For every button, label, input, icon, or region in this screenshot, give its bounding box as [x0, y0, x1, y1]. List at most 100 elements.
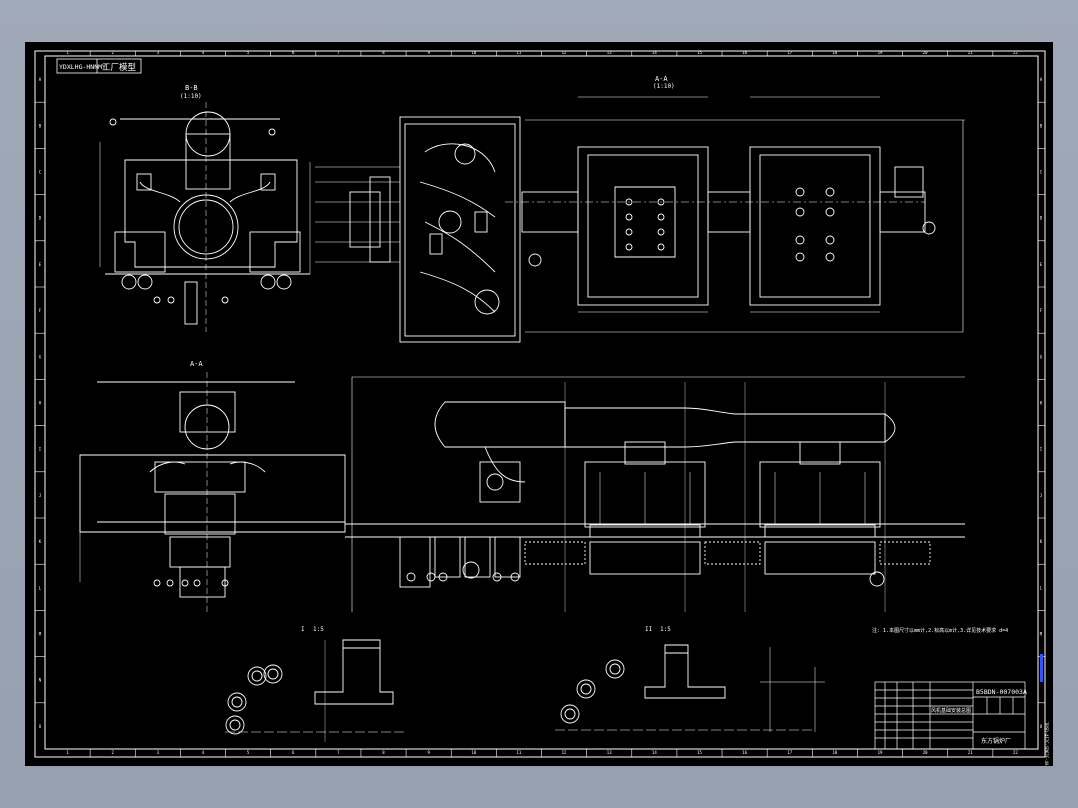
grid-row-label: L [39, 585, 42, 590]
view-aa-plan: A-A (1:10) [521, 75, 936, 313]
grid-col-label: 21 [968, 50, 973, 55]
grid-row-label: F [39, 308, 42, 313]
grid-col-label: 11 [517, 50, 522, 55]
grid-row-label: O [39, 724, 42, 729]
aa-title: A-A [655, 75, 668, 83]
grid-col-label: 22 [1013, 50, 1018, 55]
grid-col-label: 4 [202, 750, 205, 755]
grid-col-label: 19 [878, 50, 883, 55]
detail-1-scale: 1:5 [313, 626, 324, 633]
grid-col-label: 3 [157, 50, 160, 55]
grid-col-label: 22 [1013, 750, 1018, 755]
grid-row-label: A [39, 77, 42, 82]
grid-row-label: E [39, 262, 42, 267]
aa-scale: (1:10) [653, 83, 675, 90]
grid-row-label: G [1040, 354, 1043, 359]
grid-col-label: 2 [111, 50, 114, 55]
grid-col-label: 12 [562, 750, 567, 755]
outer-border [34, 50, 1046, 758]
grid-col-label: 10 [471, 750, 476, 755]
grid-col-label: 13 [607, 750, 612, 755]
grid-col-label: 8 [382, 750, 385, 755]
grid-col-label: 16 [742, 750, 747, 755]
grid-col-label: 14 [652, 750, 657, 755]
grid-col-label: 9 [427, 50, 430, 55]
grid-row-label: I [1040, 447, 1043, 452]
grid-row-label: A [1040, 77, 1043, 82]
grid-row-label: E [1040, 262, 1043, 267]
grid-row-label: J [1040, 493, 1042, 498]
grid-row-label: J [39, 493, 41, 498]
grid-row-label: I [39, 447, 42, 452]
grid-row-label: N [39, 678, 42, 683]
grid-row-label: H [1040, 401, 1043, 406]
grid-col-label: 19 [878, 750, 883, 755]
grid-col-label: 16 [742, 50, 747, 55]
grid-col-label: 13 [607, 50, 612, 55]
blue-marker [1040, 654, 1043, 682]
view-front-elevation: 注: 1.本图尺寸以mm计,2.标高以m计,3.详见技术要求 d=4 [345, 376, 1008, 634]
grid-col-label: 5 [247, 750, 250, 755]
view-aa-section: A-A [79, 360, 346, 612]
grid-col-label: 4 [202, 50, 205, 55]
view-bb: B-B (1:10) [99, 84, 311, 332]
grid-row-label: L [1040, 585, 1043, 590]
grid-col-label: 1 [66, 50, 69, 55]
grid-row-label: B [39, 123, 42, 128]
grid-col-label: 11 [517, 750, 522, 755]
stamp-code: YDXLHG-HNNMY [59, 63, 106, 71]
title-block: B5BDN-007003A 风机基础安装总图 东方锅炉厂 [874, 681, 1027, 750]
bottom-note: 注: 1.本图尺寸以mm计,2.标高以m计,3.详见技术要求 d=4 [872, 627, 1008, 634]
grid-row-label: K [1040, 539, 1043, 544]
drawing-title: 风机基础安装总图 [931, 707, 971, 714]
grid-col-label: 15 [697, 750, 702, 755]
grid-col-label: 12 [562, 50, 567, 55]
grid-row-label: C [1040, 170, 1043, 175]
grid-row-label: D [39, 216, 42, 221]
grid-col-label: 8 [382, 50, 385, 55]
view-plan-middle [315, 116, 965, 343]
grid-row-label: K [39, 539, 42, 544]
grid-row-label: M [39, 632, 42, 637]
company-name: 东方锅炉厂 [981, 737, 1011, 745]
grid-col-label: 17 [787, 750, 792, 755]
grid-col-label: 3 [157, 750, 160, 755]
detail-2: II 1:5 [555, 626, 825, 732]
grid-row-label: O [1040, 724, 1043, 729]
grid-col-label: 18 [832, 50, 837, 55]
grid-row-label: M [1040, 632, 1043, 637]
grid-col-label: 7 [337, 750, 340, 755]
bb-title: B-B [185, 84, 198, 92]
grid-row-label: D [1040, 216, 1043, 221]
grid-col-label: 15 [697, 50, 702, 55]
grid-col-label: 2 [111, 750, 114, 755]
detail-2-scale: 1:5 [660, 626, 671, 633]
grid-col-label: 18 [832, 750, 837, 755]
grid-col-label: 7 [337, 50, 340, 55]
grid-col-label: 21 [968, 750, 973, 755]
detail-2-label: II [645, 626, 653, 633]
grid-col-label: 20 [923, 750, 928, 755]
stamp-right: 工厂模型 [102, 62, 137, 73]
grid-col-label: 10 [471, 50, 476, 55]
grid-row-label: G [39, 354, 42, 359]
grid-col-label: 6 [292, 750, 295, 755]
side-note: IRSD-4F2C-SD62F-4A [1044, 722, 1049, 766]
detail-1-label: I [301, 626, 305, 633]
front-title: A-A [190, 360, 203, 368]
grid-row-label: C [39, 170, 42, 175]
detail-1: I 1:5 [225, 626, 405, 742]
grid-row-label: F [1040, 308, 1043, 313]
grid-col-label: 17 [787, 50, 792, 55]
grid-col-label: 6 [292, 50, 295, 55]
grid-col-label: 14 [652, 50, 657, 55]
drawing-number: B5BDN-007003A [976, 688, 1027, 696]
grid-col-label: 20 [923, 50, 928, 55]
